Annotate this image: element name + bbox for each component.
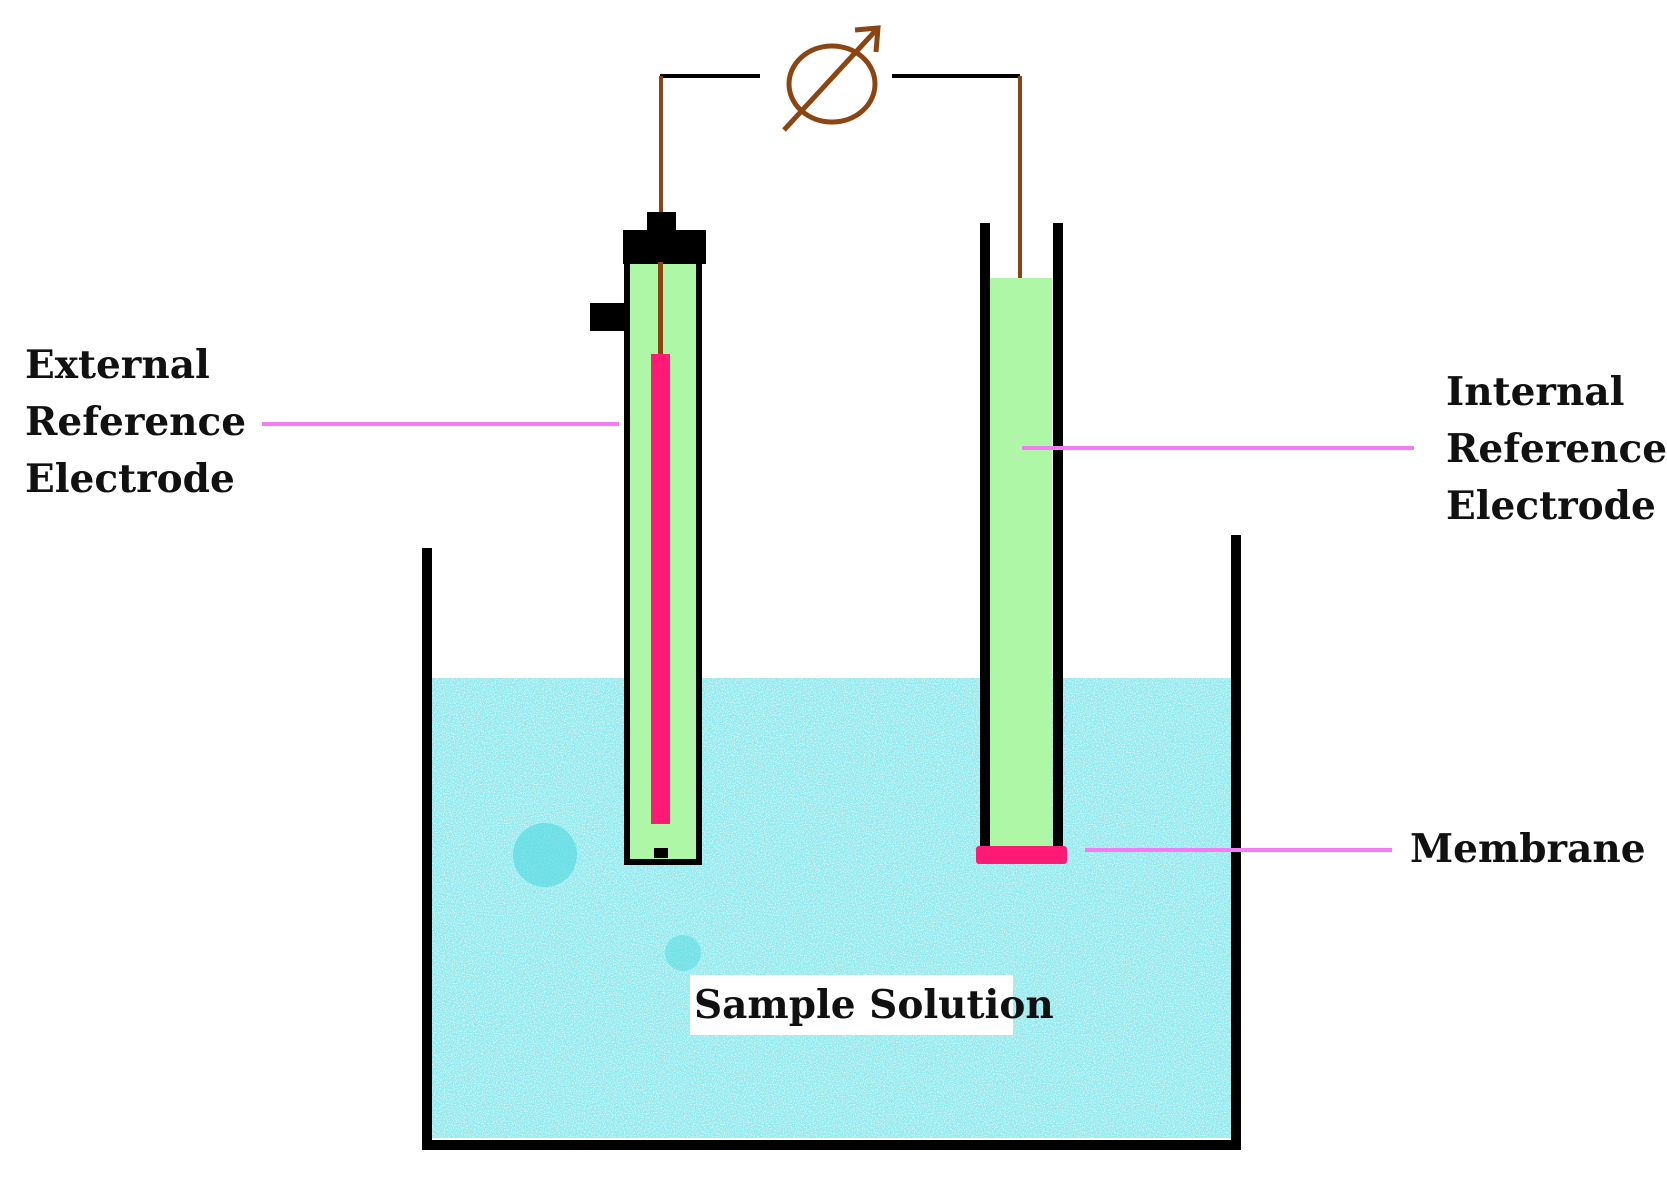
external-reference-electrode-label: External Reference Electrode <box>25 342 260 502</box>
beaker <box>422 535 1241 1150</box>
external-electrode-cap <box>623 230 706 264</box>
external-label-line: External <box>25 342 210 388</box>
voltmeter-icon <box>782 25 881 132</box>
internal-reference-electrode <box>976 223 1067 864</box>
external-inner-wire <box>658 262 663 357</box>
external-junction <box>654 848 668 858</box>
external-inner-element <box>651 354 670 824</box>
sample-label-backdrop <box>690 975 1013 1035</box>
internal-label-line: Reference <box>1446 426 1667 472</box>
solution-speckle <box>432 678 1231 1138</box>
external-reference-electrode <box>590 212 706 865</box>
meter-arrowhead <box>854 25 881 53</box>
leader-lines <box>262 422 1414 852</box>
internal-reference-electrode-label: Internal Reference Electrode <box>1446 369 1667 529</box>
internal-label-line: Internal <box>1446 369 1624 415</box>
sample-solution-label: Sample Solution <box>694 982 1054 1028</box>
meter-needle <box>782 26 880 132</box>
internal-electrolyte <box>990 278 1052 852</box>
external-electrode-terminal <box>647 212 676 234</box>
solution-cluster <box>513 823 577 887</box>
sample-solution <box>432 678 1231 1138</box>
external-label-line: Reference <box>25 399 246 445</box>
membrane-label: Membrane <box>1410 826 1646 872</box>
membrane <box>976 846 1067 864</box>
meter-dial <box>786 43 878 125</box>
external-label-line: Electrode <box>25 456 235 502</box>
internal-label-line: Electrode <box>1446 483 1656 529</box>
solution-cluster <box>665 935 701 971</box>
side-filling-port <box>590 303 627 331</box>
